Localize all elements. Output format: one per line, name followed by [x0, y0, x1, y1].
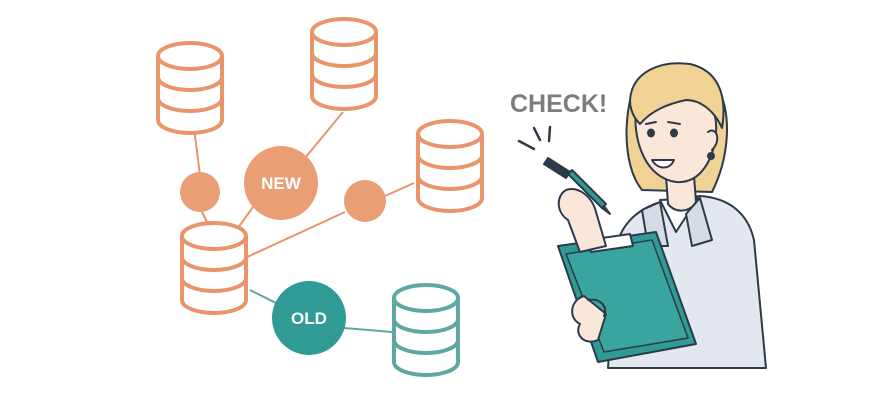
database-icon: [156, 41, 224, 135]
database-icon: [392, 283, 460, 377]
network-node: [180, 172, 220, 212]
new-badge: NEW: [244, 146, 318, 220]
emphasis-marks-icon: [517, 125, 552, 151]
old-label: OLD: [291, 309, 327, 328]
new-label: NEW: [261, 174, 302, 193]
database-icon: [416, 119, 484, 213]
network-node: [344, 180, 386, 222]
old-badge: OLD: [272, 281, 346, 355]
woman-with-clipboard-illustration: [543, 62, 767, 369]
database-icon: [310, 17, 378, 111]
check-label: CHECK!: [510, 90, 607, 118]
database-icon: [180, 221, 248, 315]
